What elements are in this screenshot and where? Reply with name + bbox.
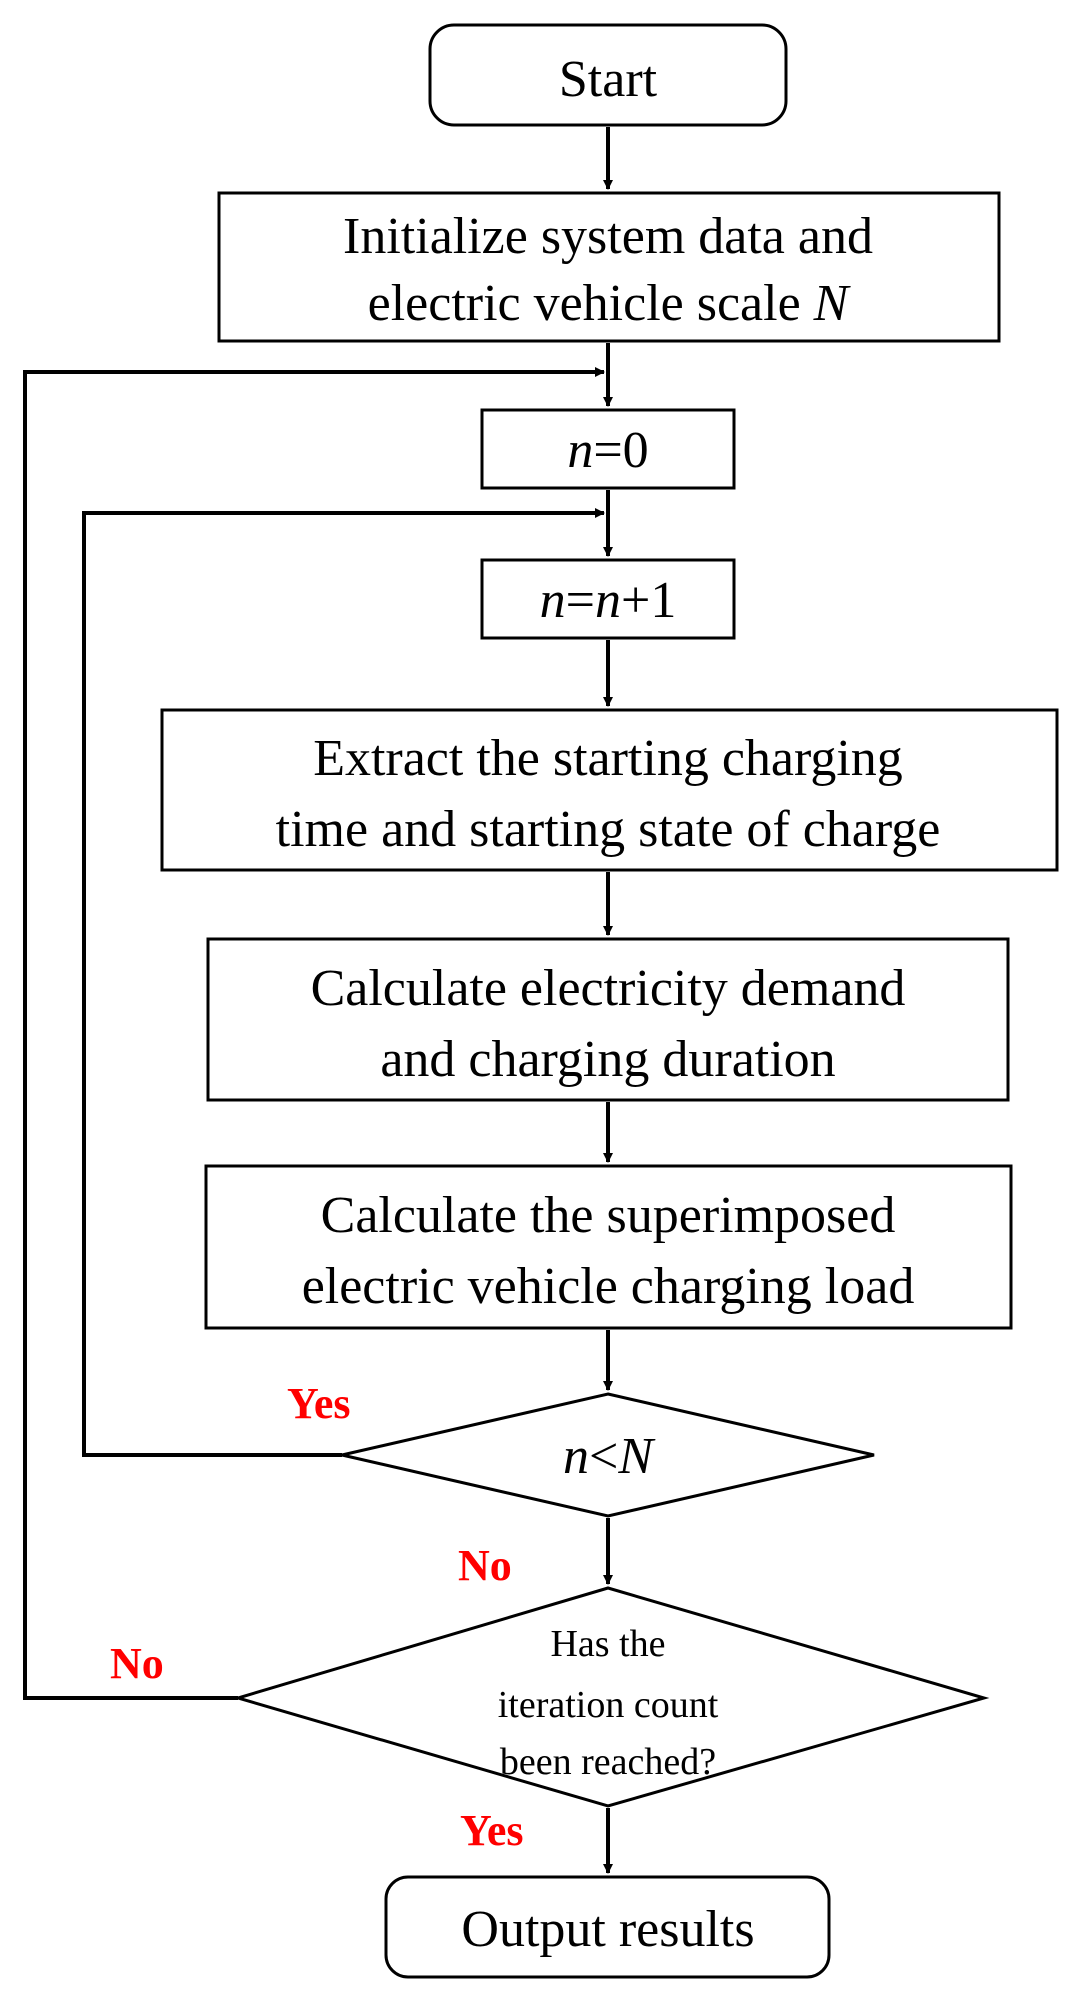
decision-n-node: n<N	[341, 1392, 875, 1518]
decision-iter-line-2: iteration count	[498, 1684, 719, 1726]
decision-n-label: n<N	[563, 1428, 656, 1485]
output-node: Output results	[384, 1875, 831, 1979]
n-zero-label: n=0	[567, 422, 648, 479]
n-zero-node: n=0	[480, 408, 736, 490]
calc-demand-line-1: Calculate electricity demand	[311, 960, 906, 1017]
branch-labels: Yes No No Yes	[110, 1379, 524, 1855]
yes-label-decision-n: Yes	[287, 1379, 351, 1428]
decision-iter-node: Has the iteration count been reached?	[232, 1586, 990, 1808]
start-node: Start	[428, 23, 788, 127]
calc-load-line-1: Calculate the superimposed	[321, 1187, 896, 1244]
no-label-decision-iter: No	[110, 1639, 164, 1688]
n-increment-node: n=n+1	[480, 558, 736, 640]
decision-iter-line-1: Has the	[550, 1623, 665, 1665]
extract-line-1: Extract the starting charging	[313, 730, 903, 787]
calc-load-line-2: electric vehicle charging load	[302, 1258, 915, 1315]
extract-line-2: time and starting state of charge	[276, 801, 941, 858]
output-label: Output results	[461, 1901, 754, 1958]
calc-load-node: Calculate the superimposed electric vehi…	[204, 1164, 1013, 1330]
calc-demand-node: Calculate electricity demand and chargin…	[206, 937, 1010, 1102]
n-increment-label: n=n+1	[540, 572, 677, 629]
loop-decision-n-yes-to-n-increment	[82, 508, 605, 1457]
initialize-node: Initialize system data and electric vehi…	[217, 191, 1001, 343]
yes-label-decision-iter: Yes	[460, 1806, 524, 1855]
initialize-line-1: Initialize system data and	[343, 208, 873, 265]
initialize-line-2: electric vehicle scale N	[368, 275, 852, 332]
start-label: Start	[559, 51, 658, 108]
calc-demand-line-2: and charging duration	[380, 1031, 835, 1088]
no-label-decision-n: No	[458, 1541, 512, 1590]
decision-iter-line-3: been reached?	[500, 1741, 716, 1783]
loop-decision-iter-no-to-n-zero	[23, 367, 605, 1700]
extract-node: Extract the starting charging time and s…	[160, 708, 1059, 872]
connectors	[23, 127, 613, 1874]
